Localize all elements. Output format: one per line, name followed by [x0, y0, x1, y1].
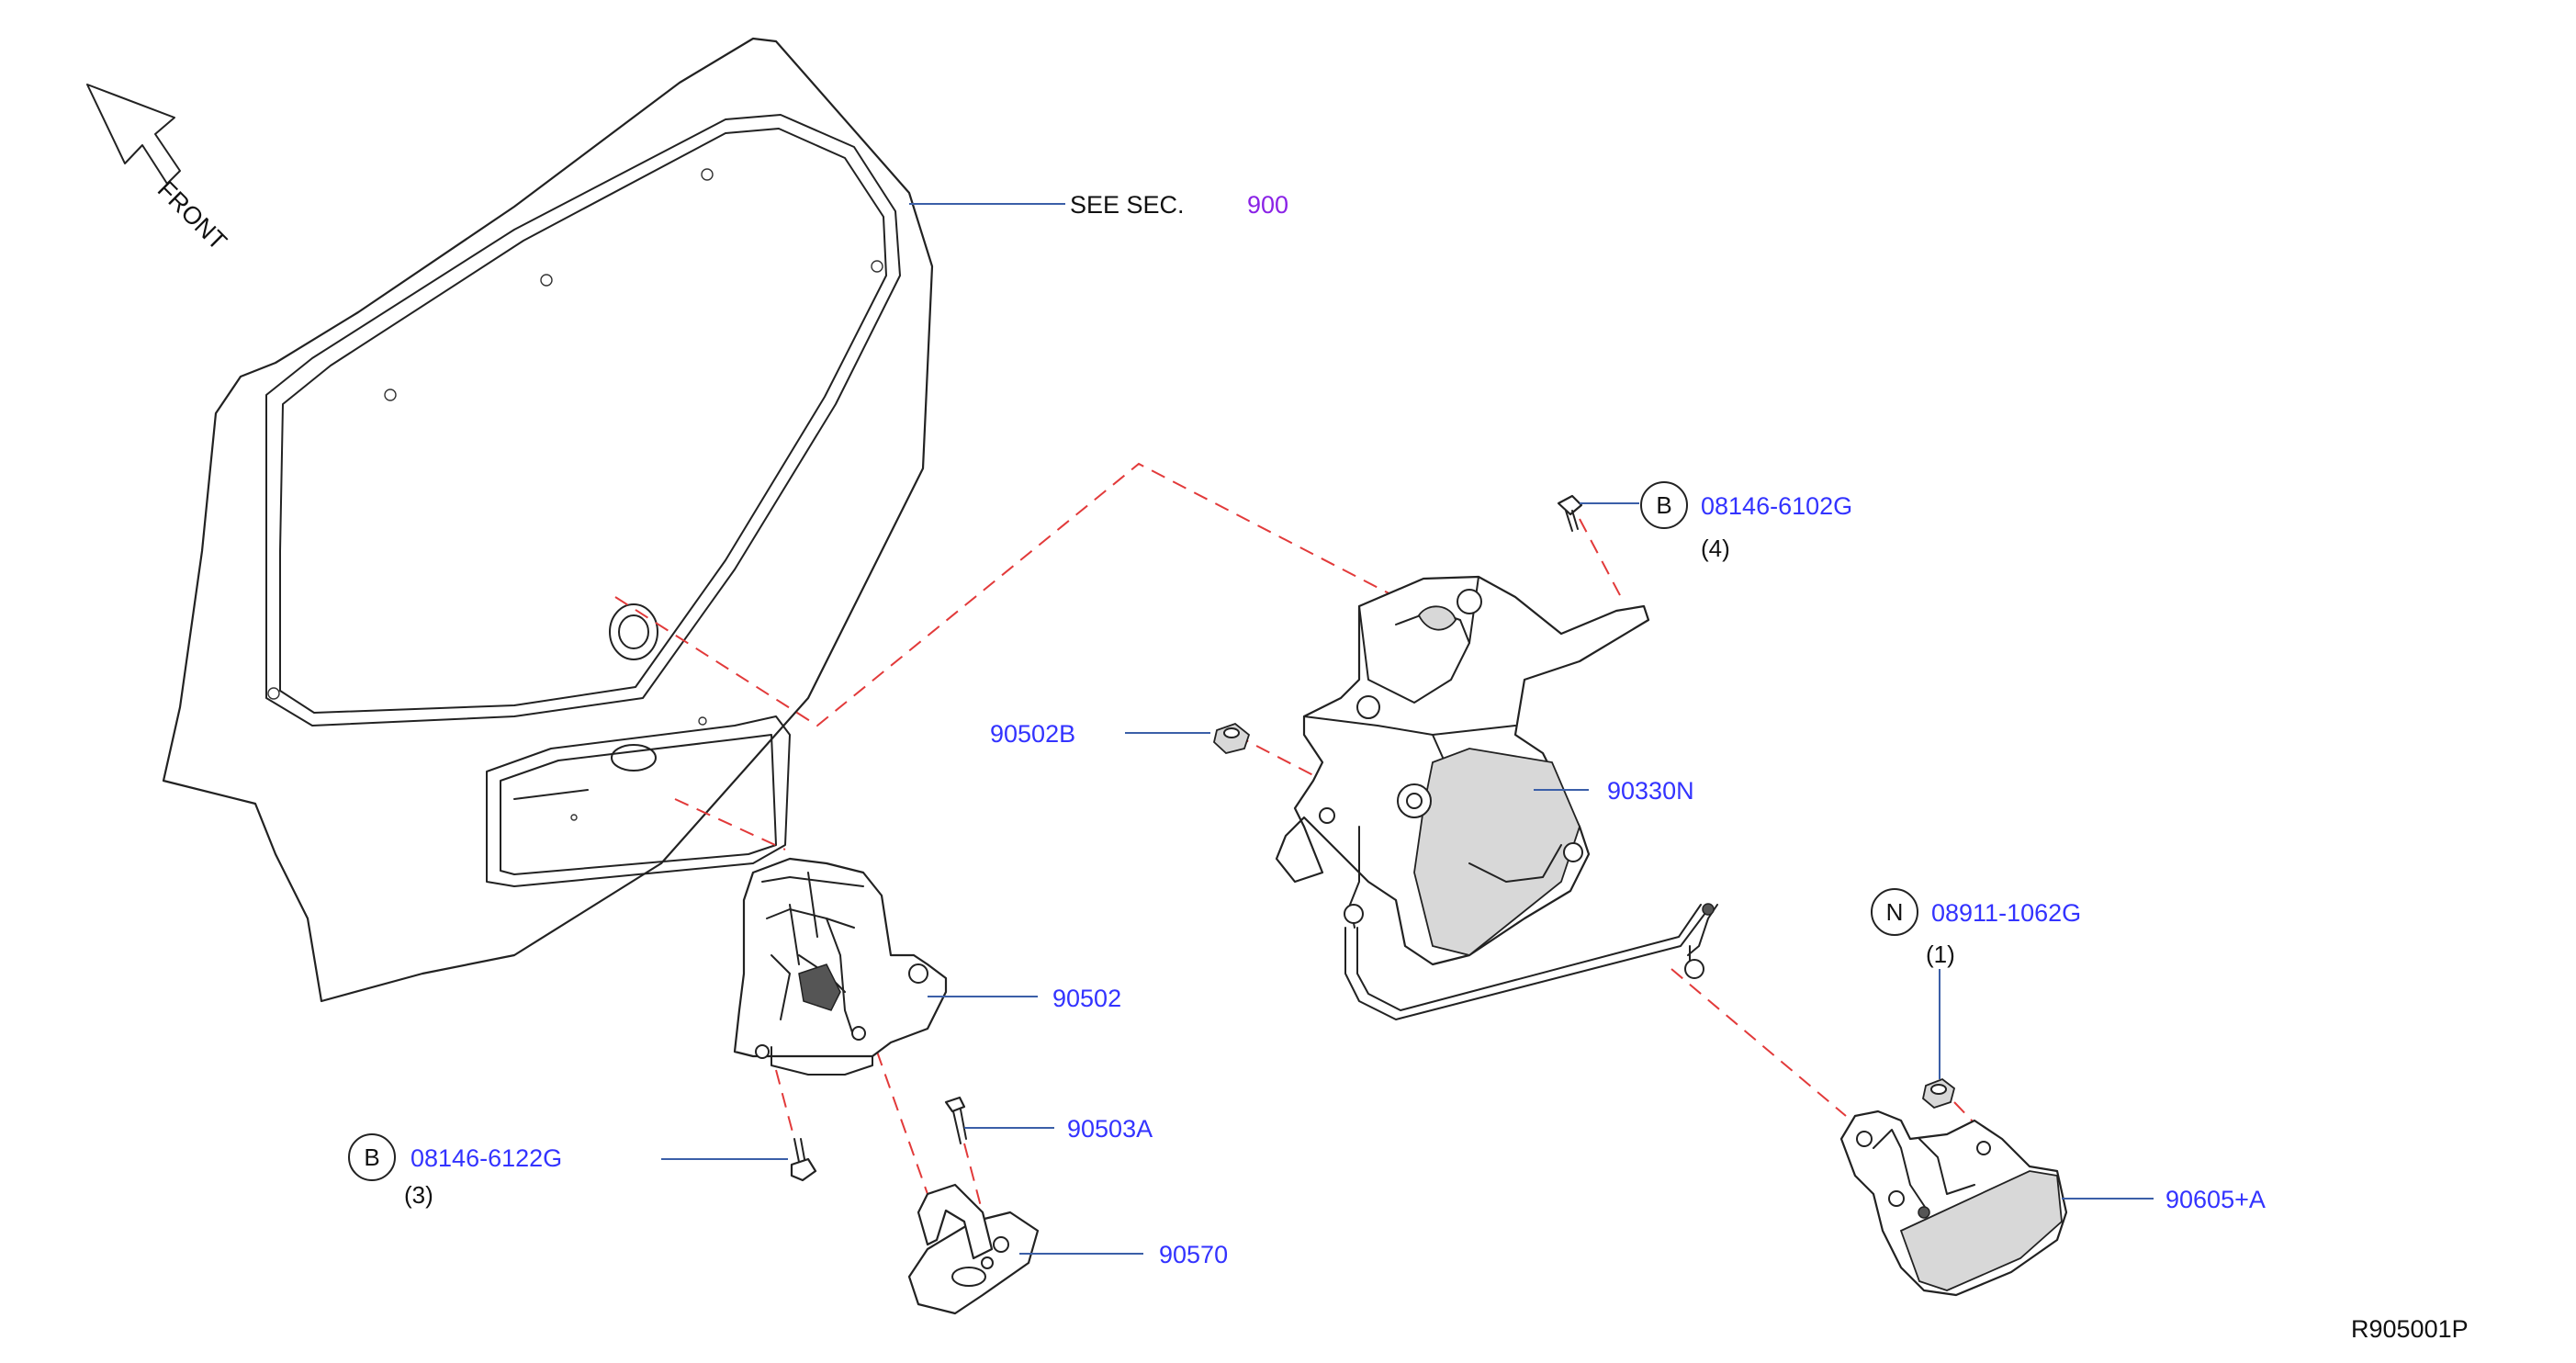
nut-08911-icon [1922, 1077, 1956, 1110]
handle-90605a [1839, 1110, 2068, 1297]
bolt-top-icon [1557, 494, 1583, 532]
nut-90502b-icon [1213, 722, 1251, 754]
bolt-bottom-symbol-circle [348, 1133, 396, 1181]
front-arrow-icon [86, 84, 181, 185]
bolt-bottom-symbol: B [364, 1143, 379, 1171]
nut-symbol: N [1886, 898, 1904, 926]
nut-part-number[interactable]: 08911-1062G [1931, 899, 2081, 927]
nut-symbol-circle [1871, 888, 1918, 936]
diagram-code: R905001P [2351, 1315, 2469, 1343]
latch-bracket-assembly [1275, 575, 1718, 1020]
part-90330n-label[interactable]: 90330N [1607, 777, 1694, 805]
bolt-top-quantity: (4) [1701, 535, 1730, 562]
see-section-label: SEE SEC. [1070, 191, 1185, 219]
striker-90570 [907, 1183, 1040, 1315]
bolt-top-symbol: B [1656, 491, 1671, 519]
screw-90503a-icon [944, 1096, 967, 1144]
part-90503a-label[interactable]: 90503A [1067, 1115, 1153, 1143]
bolt-bottom-quantity: (3) [404, 1181, 433, 1209]
bolt-bottom-icon [790, 1138, 817, 1182]
leader-lines [661, 203, 2154, 1255]
back-door-lock [733, 857, 948, 1076]
bolt-bottom-part-number[interactable]: 08146-6122G [411, 1144, 562, 1172]
bolt-top-part-number[interactable]: 08146-6102G [1701, 492, 1852, 520]
bolt-top-symbol-circle [1640, 481, 1688, 529]
see-section-number[interactable]: 900 [1247, 191, 1288, 219]
front-label: FRONT [152, 175, 232, 255]
part-90570-label[interactable]: 90570 [1159, 1241, 1228, 1268]
part-90605a-label[interactable]: 90605+A [2165, 1186, 2266, 1213]
nut-quantity: (1) [1926, 941, 1955, 968]
back-door-panel [162, 37, 934, 1003]
part-90502-label[interactable]: 90502 [1052, 985, 1121, 1012]
part-90502b-label[interactable]: 90502B [990, 720, 1075, 748]
